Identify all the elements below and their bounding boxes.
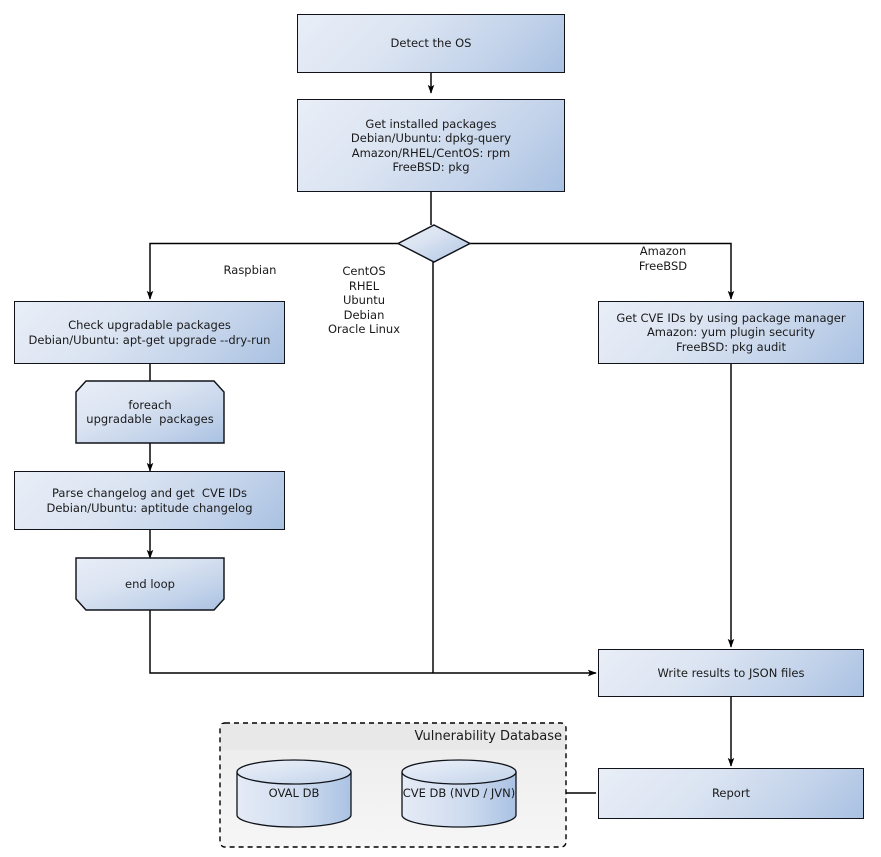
node-report[interactable]: Report bbox=[598, 768, 864, 819]
edge-label-amazon-freebsd: Amazon FreeBSD bbox=[638, 244, 688, 273]
node-get-cve-ids[interactable]: Get CVE IDs by using package manager Ama… bbox=[598, 301, 864, 364]
cve-db-cylinder bbox=[401, 759, 517, 828]
edge-label-raspbian: Raspbian bbox=[223, 263, 277, 277]
edge-endloop-to-write bbox=[149, 610, 597, 677]
node-write-results[interactable]: Write results to JSON files bbox=[598, 649, 864, 697]
edge-decision-right bbox=[470, 242, 735, 300]
node-parse-changelog[interactable]: Parse changelog and get CVE IDs Debian/U… bbox=[14, 471, 285, 530]
oval-db-cylinder bbox=[236, 759, 352, 828]
node-detect-the-os[interactable]: Detect the OS bbox=[297, 14, 565, 73]
node-foreach[interactable]: foreach upgradable packages bbox=[76, 381, 224, 443]
node-write-results-label: Write results to JSON files bbox=[657, 665, 805, 680]
node-check-upgradable-packages[interactable]: Check upgradable packages Debian/Ubuntu:… bbox=[14, 301, 285, 364]
node-foreach-label: foreach upgradable packages bbox=[86, 397, 214, 427]
group-title-vulnerability-database: Vulnerability Database bbox=[414, 729, 562, 744]
node-end-loop[interactable]: end loop bbox=[76, 558, 224, 610]
node-detect-the-os-label: Detect the OS bbox=[390, 36, 472, 51]
node-report-label: Report bbox=[711, 786, 751, 801]
node-end-loop-label: end loop bbox=[125, 576, 175, 591]
foreach-shape bbox=[75, 380, 225, 444]
edge-label-center-distros: CentOS RHEL Ubuntu Debian Oracle Linux bbox=[327, 264, 401, 336]
node-get-cve-ids-label: Get CVE IDs by using package manager Ama… bbox=[616, 310, 846, 354]
oval-db-label: OVAL DB bbox=[268, 786, 320, 800]
node-check-upgradable-packages-label: Check upgradable packages Debian/Ubuntu:… bbox=[28, 318, 271, 347]
node-get-installed-packages[interactable]: Get installed packages Debian/Ubuntu: dp… bbox=[297, 99, 565, 192]
cve-db-label: CVE DB (NVD / JVN) bbox=[402, 786, 516, 800]
endloop-shape bbox=[75, 557, 225, 611]
node-get-installed-packages-label: Get installed packages Debian/Ubuntu: dp… bbox=[350, 116, 512, 175]
node-parse-changelog-label: Parse changelog and get CVE IDs Debian/U… bbox=[46, 486, 253, 515]
decision-diamond bbox=[396, 224, 472, 263]
edge-decision-left bbox=[146, 242, 398, 300]
